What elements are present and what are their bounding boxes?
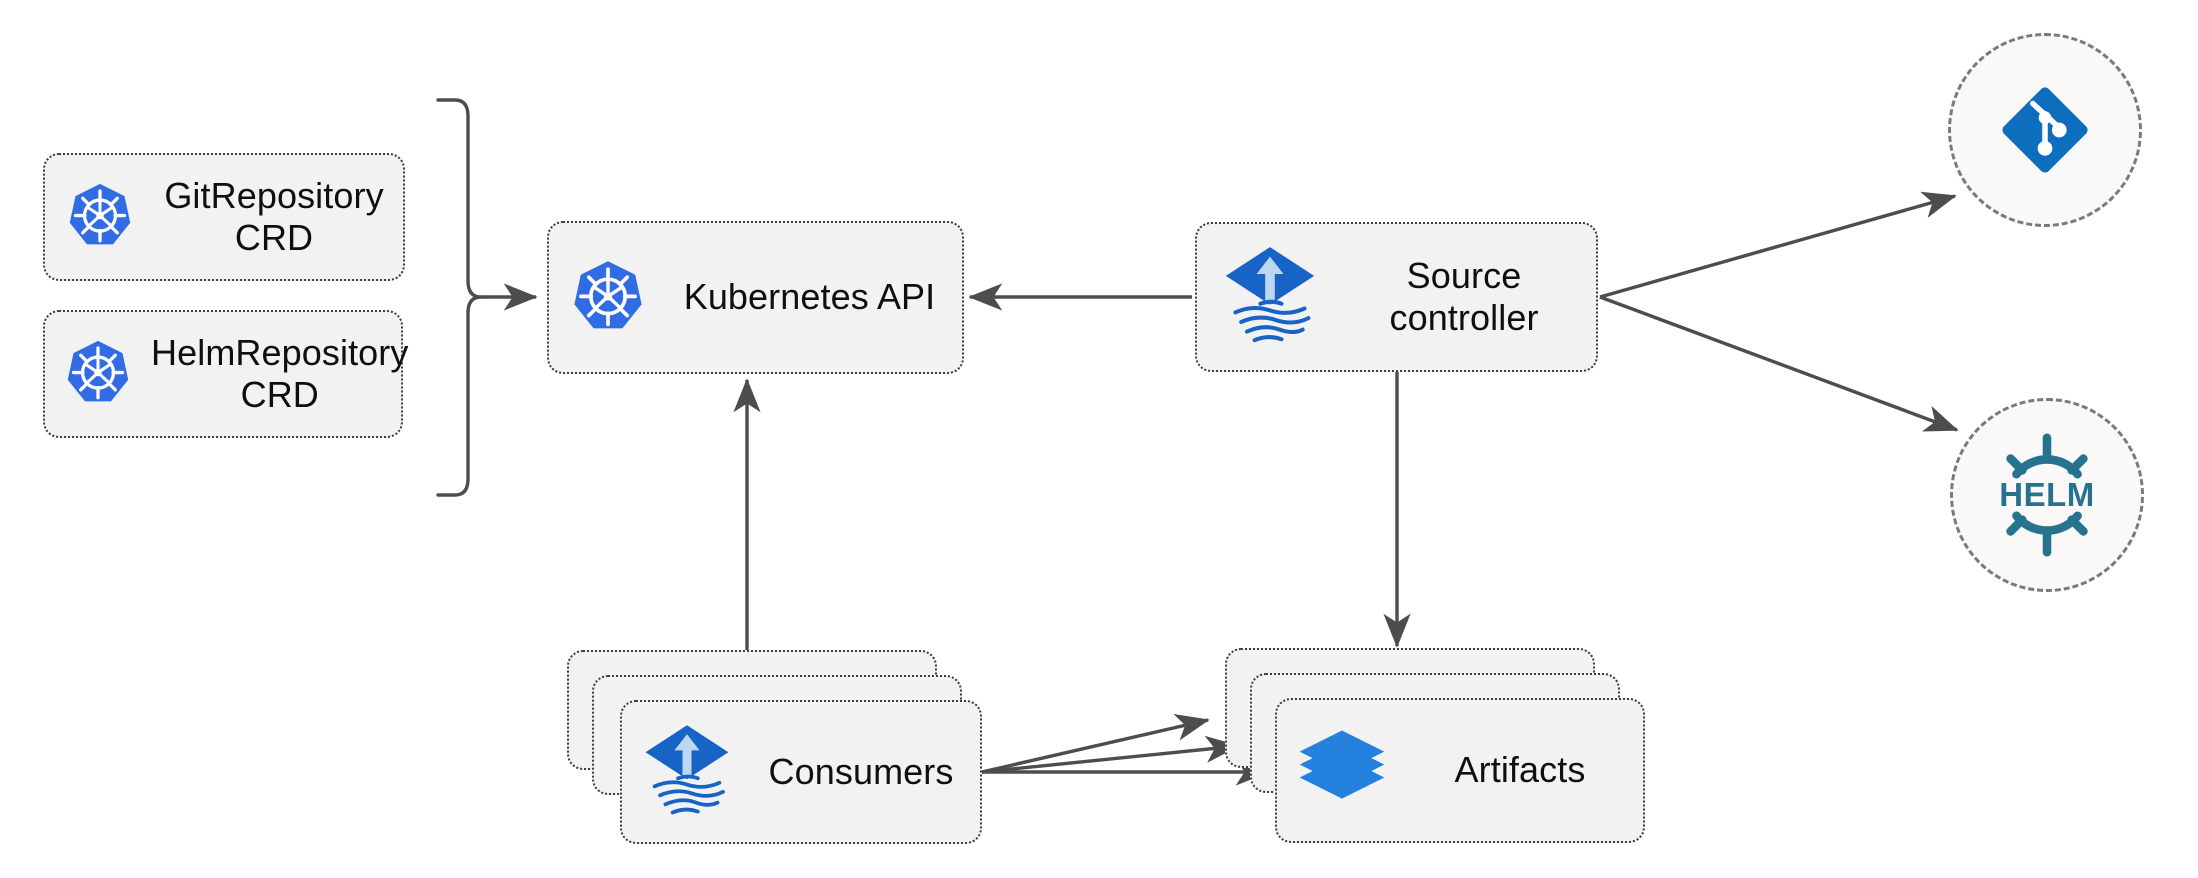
node-kubernetes-api[interactable]: Kubernetes API (547, 221, 964, 374)
edge-source-to-git (1599, 191, 1957, 299)
crd-group-brace (436, 98, 483, 497)
node-consumers[interactable]: Consumers (620, 700, 982, 844)
node-label: Kubernetes API (683, 276, 936, 318)
node-label: GitRepository CRD (164, 174, 384, 258)
node-helm-repository-crd[interactable]: HelmRepository CRD (43, 310, 408, 438)
layers-icon (1277, 698, 1407, 843)
kubernetes-icon (45, 310, 151, 438)
flux-icon (1197, 222, 1342, 372)
helm-icon: HELM (1982, 430, 2112, 560)
node-label: Consumers (768, 750, 954, 792)
node-source-controller[interactable]: Source controller (1195, 222, 1598, 372)
node-git-provider[interactable] (1948, 33, 2142, 227)
kubernetes-icon (549, 221, 667, 374)
edge-consumers-to-artifacts-1 (981, 713, 1210, 774)
node-helm-provider[interactable]: HELM (1950, 398, 2144, 592)
flux-icon (622, 700, 752, 844)
kubernetes-icon (45, 153, 155, 281)
node-label: Source controller (1389, 254, 1539, 338)
git-icon (1994, 79, 2096, 181)
edge-source-to-helm (1599, 295, 1959, 432)
node-git-repository-crd[interactable]: GitRepository CRD (43, 153, 405, 281)
node-label: Artifacts (1454, 749, 1586, 791)
node-artifacts[interactable]: Artifacts (1275, 698, 1645, 843)
node-label: HelmRepository CRD (151, 331, 409, 415)
helm-wordmark: HELM (1999, 476, 2095, 513)
edge-consumers-to-artifacts-2 (981, 735, 1240, 774)
